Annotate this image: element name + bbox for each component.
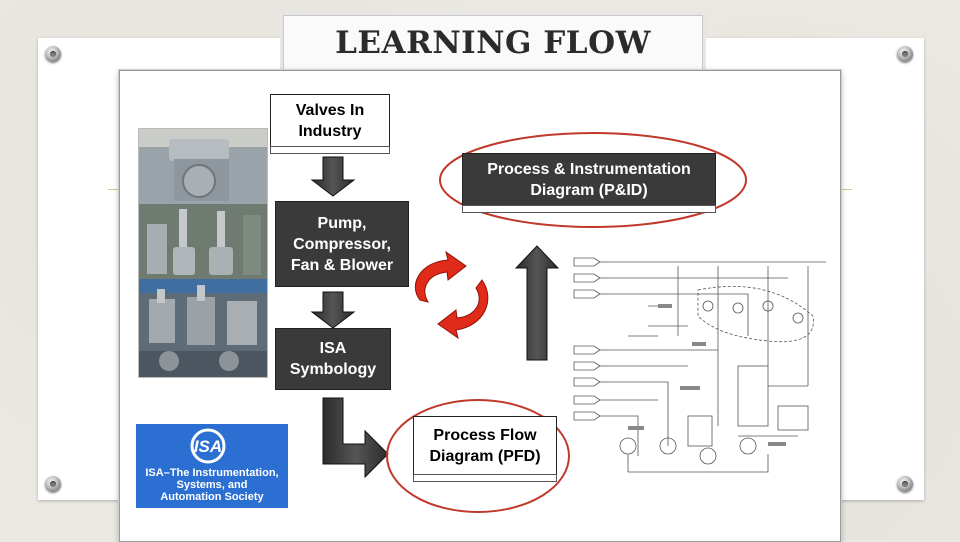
box-underbar [270,146,390,154]
box-pid-label: Process & Instrumentation Diagram (P&ID) [487,161,691,199]
box-pump-compressor: Pump, Compressor, Fan & Blower [275,201,409,287]
gold-rule-right [838,189,852,190]
page-title: LEARNING FLOW [335,25,651,61]
down-arrow-icon [310,156,356,197]
box-pump-label: Pump, Compressor, Fan & Blower [290,214,394,274]
pushpin-icon [897,46,913,62]
box-pfd-label: Process Flow Diagram (PFD) [429,427,541,465]
cycle-arrows-icon [414,250,489,340]
up-arrow-icon [514,245,560,361]
box-valves-label: Valves In Industry [295,102,365,140]
valves-photo-collage [138,128,268,378]
box-isa-label: ISA Symbology [289,340,377,378]
elbow-arrow-icon [322,397,389,479]
pid-drawing-thumbnail [568,246,830,478]
pushpin-icon [45,476,61,492]
title-banner: LEARNING FLOW [283,15,703,71]
box-pfd: Process Flow Diagram (PFD) [413,416,557,482]
pushpin-icon [45,46,61,62]
pushpin-icon [897,476,913,492]
down-arrow-icon [310,291,356,329]
highlight-ellipse [439,132,747,228]
box-pid: Process & Instrumentation Diagram (P&ID) [462,153,716,213]
isa-logo-mark: ISA [194,437,222,456]
isa-logo: ISA ISA–The Instrumentation, Systems, an… [136,424,288,508]
box-valves-in-industry: Valves In Industry [270,94,390,154]
box-underbar [413,474,557,482]
isa-logo-text: ISA–The Instrumentation, Systems, and Au… [145,467,279,503]
highlight-ellipse [386,399,570,513]
box-isa-symbology: ISA Symbology [275,328,391,390]
box-underbar [462,205,716,213]
